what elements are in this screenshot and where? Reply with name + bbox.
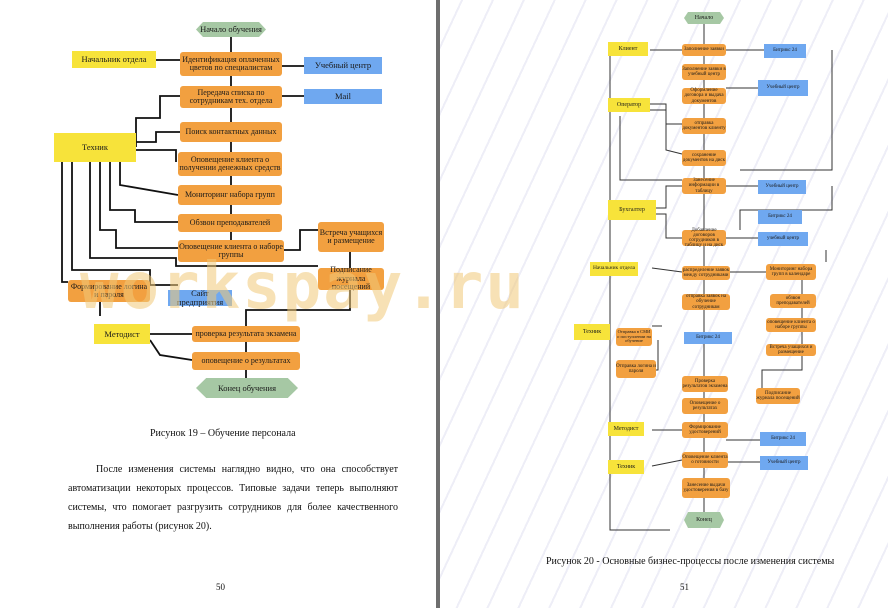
book-gutter [436, 0, 440, 608]
r-step-sms-notify: Отправка в СМИ о поступлении на обучение [616, 328, 652, 346]
step-monitor-groups: Мониторинг набора групп [178, 185, 282, 205]
r-step-sign-journal: Подписание журнала посещений [756, 388, 800, 404]
r-step-add-contracts: Добавление договоров сотрудников в табли… [682, 228, 726, 248]
r-actor-operator: Оператор [608, 98, 650, 112]
figure-caption-19: Рисунок 19 – Обучение персонала [150, 428, 296, 439]
system-company-site: Сайт предприятия [168, 289, 232, 306]
r-system-bitrix-1: Битрикс 24 [764, 44, 806, 58]
r-step-fill-training-request: Заполнение заявки в учебный центр [682, 64, 726, 80]
flow-connectors-left [61, 32, 351, 378]
step-identify-payments: Идентификация оплаченных цветов по специ… [180, 52, 282, 76]
right-page: Начало Клиент Заполнение заявки Битрикс … [440, 0, 888, 608]
r-step-fill-request: Заполнение заявки [682, 44, 726, 56]
r-actor-technician-2: Техник [608, 460, 644, 474]
figure-caption-20: Рисунок 20 - Основные бизнес-процессы по… [546, 556, 835, 567]
r-system-bitrix-4: Битрикс 24 [760, 432, 806, 446]
r-start: Начало [684, 12, 724, 24]
actor-head-of-department: Начальник отдела [72, 51, 156, 68]
r-actor-accountant: Бухгалтер [608, 200, 656, 220]
r-step-record-certificate: Занесение выдачи удостоверения в базу [682, 478, 730, 498]
step-transfer-list: Передача списка по сотрудникам тех. отде… [180, 86, 282, 108]
r-step-distribute-requests: распределение заявок между сотрудниками [682, 266, 730, 280]
left-page: Начало обучения Начальник отдела Идентиф… [0, 0, 436, 608]
actor-technician: Техник [54, 133, 136, 162]
r-actor-technician-1: Техник [574, 324, 610, 340]
r-step-form-certificates: Формирование удостоверений [682, 422, 728, 438]
r-system-training-center-3: учебный центр [758, 232, 808, 246]
page-number-right: 51 [680, 582, 689, 592]
r-step-monitor-calendar: Мониторинг набора групп в календаре [766, 264, 816, 280]
r-step-notify-group: оповещение клиента о наборе группы [766, 318, 816, 332]
r-step-fill-table: Занесение информации в таблицу [682, 178, 726, 194]
r-end: Конец [684, 512, 724, 528]
step-find-contacts: Поиск контактных данных [180, 122, 282, 142]
r-step-call-teachers: обзвон преподавателей [770, 294, 816, 308]
r-system-bitrix-3: Битрикс 24 [684, 332, 732, 344]
step-call-teachers: Обзвон преподавателей [178, 214, 282, 232]
r-system-training-center-4: Учебный центр [760, 456, 808, 470]
r-step-meet-students: Встреча учащихся и размещение [766, 344, 816, 356]
step-notify-results: оповещение о результатах [192, 352, 300, 370]
system-mail: Mail [304, 89, 382, 104]
flow-connectors-right [609, 22, 833, 531]
page-number-left: 50 [216, 582, 225, 592]
end-terminal: Конец обучения [196, 378, 298, 398]
r-actor-client: Клиент [608, 42, 648, 56]
step-notify-payment: Оповещение клиента о получении денежных … [178, 152, 282, 176]
step-create-login: Формирование логина и пароля [68, 280, 150, 302]
r-step-notify-ready: Оповещение клиента о готовности [682, 452, 728, 468]
step-meet-students: Встреча учащихся и размещение [318, 222, 384, 252]
r-system-bitrix-2: Битрикс 24 [758, 210, 802, 224]
r-system-training-center-1: Учебный центр [758, 80, 808, 96]
r-actor-methodist: Методист [608, 422, 644, 436]
body-paragraph: После изменения системы наглядно видно, … [68, 464, 398, 532]
r-step-send-to-staff: отправка заявок на обучение сотрудникам [682, 294, 730, 310]
r-step-send-login: Отправка логина и пароля [616, 360, 656, 378]
step-sign-journal: Подписание журнала посещений [318, 266, 384, 291]
r-step-notify-results: Оповещение о результатах [682, 398, 728, 414]
r-step-save-documents: сохранение документов на диск [682, 150, 726, 166]
r-step-issue-contract: Оформление договора и выдача документов [682, 88, 726, 104]
system-training-center: Учебный центр [304, 57, 382, 74]
r-step-check-exam: Проверка результатов экзамена [682, 376, 728, 392]
start-terminal: Начало обучения [196, 22, 266, 37]
actor-methodist: Методист [94, 324, 150, 344]
step-notify-group: Оповещение клиента о наборе группы [178, 240, 284, 262]
r-system-training-center-2: Учебный центр [758, 180, 806, 194]
step-check-exam: проверка результата экзамена [192, 326, 300, 342]
r-step-send-documents: отправка документов клиенту [682, 118, 726, 134]
r-actor-head: Начальник отдела [590, 262, 638, 276]
